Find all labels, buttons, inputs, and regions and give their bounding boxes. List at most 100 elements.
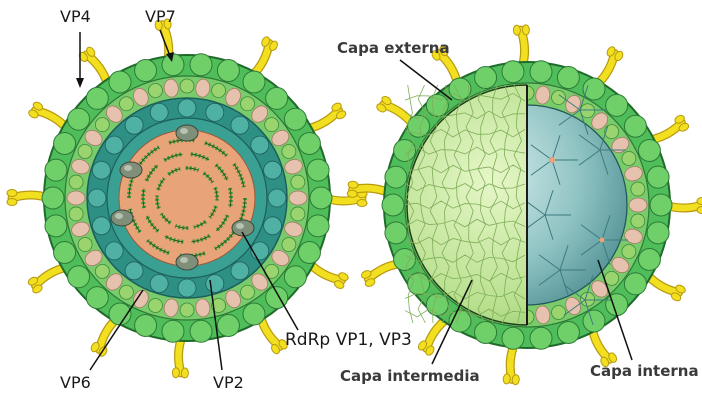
vp7-green-knob (148, 298, 162, 312)
vp7-green-knob (265, 118, 279, 132)
vp7-green-knob (119, 285, 133, 299)
vp7-green-knob (282, 144, 296, 158)
vp7-bump (109, 71, 131, 93)
inner-vertex-dot-2 (600, 238, 605, 243)
vp7-green-knob (622, 151, 636, 165)
vp7-green-knob (581, 104, 595, 118)
vp7-green-knob (605, 271, 619, 285)
vp6-bump (92, 161, 110, 179)
vp7-bump (162, 320, 184, 342)
vp6-bump (264, 217, 282, 235)
inner-vertex-dot (549, 157, 555, 163)
vp7-green-knob (282, 238, 296, 252)
label-capa-externa: Capa externa (337, 39, 450, 57)
vp7-bump (310, 187, 332, 209)
vp7-bump (638, 249, 660, 271)
label-vp7: VP7 (145, 7, 176, 26)
vp7-bump (385, 222, 407, 244)
vp7-bump (68, 266, 90, 288)
vp4-spike-head (7, 190, 17, 197)
vp7-green-knob (631, 214, 645, 228)
vp7-bump (624, 115, 646, 137)
vp7-bump (475, 321, 497, 343)
vp6-bump (150, 103, 168, 121)
vp7-bump (650, 194, 672, 216)
vp6-bump (231, 116, 249, 134)
vp7-bump (502, 327, 524, 349)
vp6-bump (178, 279, 196, 297)
vp7-green-knob (78, 144, 92, 158)
vp7-bump (606, 294, 628, 316)
vp7-bump (557, 321, 579, 343)
rdrp-complex (111, 210, 133, 226)
vp6-bump (264, 161, 282, 179)
vp7-green-knob (119, 97, 133, 111)
inner-core (119, 130, 255, 266)
vp7-bump (583, 78, 605, 100)
vp7-bump (385, 166, 407, 188)
vp7-green-knob (212, 84, 226, 98)
vp4-spike-head (697, 207, 702, 214)
vp6-bump (150, 275, 168, 293)
rdrp-highlight (124, 165, 132, 171)
vp7-green-knob (291, 207, 305, 221)
vp7-bump (624, 273, 646, 295)
vp7-bump (583, 310, 605, 332)
vp7-trimer (67, 191, 85, 205)
vp7-bump (408, 115, 430, 137)
vp4-spike-head (522, 25, 529, 35)
vp7-bump (266, 87, 288, 109)
vp6-bump (125, 262, 143, 280)
rdrp-complex (176, 254, 198, 270)
arrowhead-vp4 (76, 78, 84, 88)
vp7-bump (243, 303, 265, 325)
vp7-green-knob (622, 245, 636, 259)
vp4-spike-head (7, 199, 17, 206)
rdrp-highlight (236, 223, 244, 229)
vp7-green-knob (552, 305, 566, 319)
vp6-bump (88, 189, 106, 207)
vp4-spike-head (503, 374, 511, 385)
vp7-bump (243, 71, 265, 93)
vp4-spike-head (347, 190, 358, 198)
vp7-bump (190, 54, 212, 76)
vp7-bump (557, 67, 579, 89)
vp7-bump (647, 166, 669, 188)
vp7-green-knob (581, 292, 595, 306)
vp7-bump (217, 314, 239, 336)
vp7-bump (42, 187, 64, 209)
vp7-green-knob (241, 97, 255, 111)
vp7-bump (298, 242, 320, 264)
vp6-bump (268, 189, 286, 207)
vp6-bump (206, 103, 224, 121)
vp6-bump (105, 136, 123, 154)
rdrp-complex (120, 162, 142, 178)
vp7-bump (606, 94, 628, 116)
vp7-green-knob (69, 175, 83, 189)
vp7-bump (647, 222, 669, 244)
vp7-bump (45, 215, 67, 237)
vp4-spike-head (172, 368, 179, 378)
vp7-bump (86, 287, 108, 309)
vp6-bump (92, 217, 110, 235)
vp7-bump (382, 194, 404, 216)
label-capa-intermedia: Capa intermedia (340, 367, 480, 385)
vp4-spike-head (357, 200, 367, 207)
vp7-bump (307, 159, 329, 181)
rdrp-complex (176, 125, 198, 141)
label-vp4: VP4 (60, 7, 91, 26)
vp7-green-knob (631, 182, 645, 196)
vp7-green-knob (605, 125, 619, 139)
vp7-bump (86, 87, 108, 109)
vp7-bump (298, 132, 320, 154)
rdrp-highlight (115, 213, 123, 219)
vp7-trimer (289, 191, 307, 205)
vp7-green-knob (291, 175, 305, 189)
vp7-green-knob (180, 303, 194, 317)
vp6-bump (251, 136, 269, 154)
vp6-bump (105, 242, 123, 260)
vp7-green-knob (148, 84, 162, 98)
vp7-bump (217, 60, 239, 82)
vp7-green-knob (78, 238, 92, 252)
